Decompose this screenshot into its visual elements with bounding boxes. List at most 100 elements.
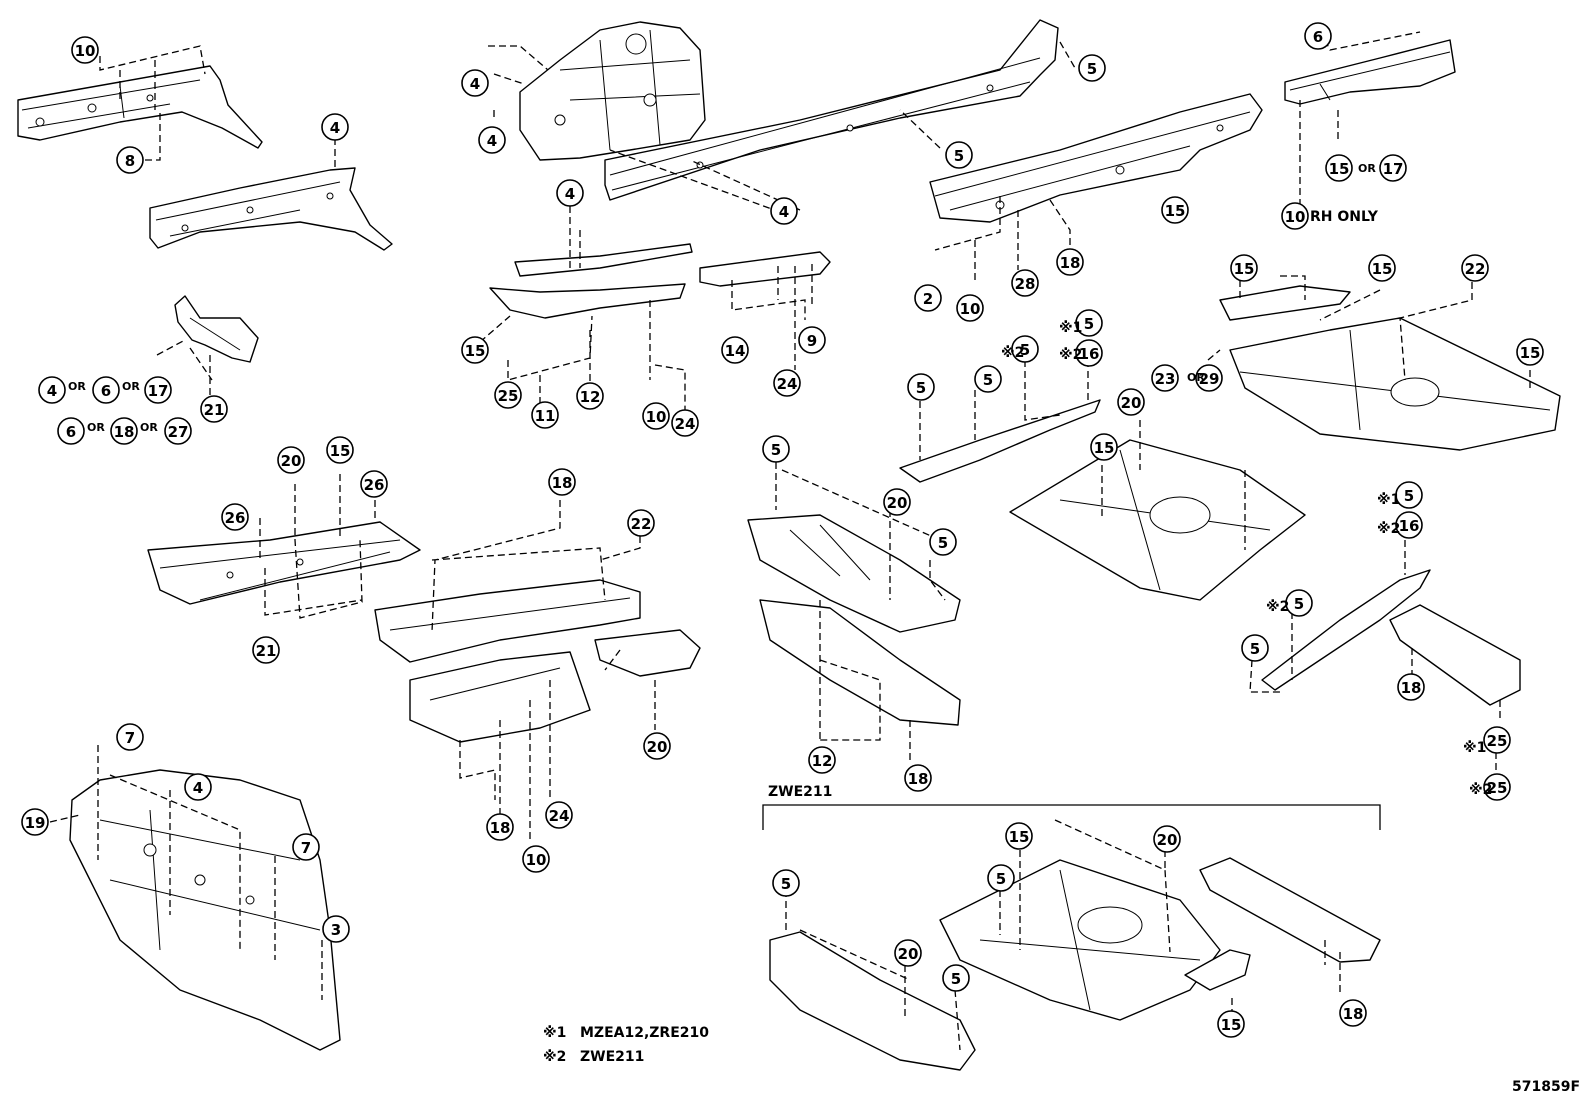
callout-10[interactable]: 10: [71, 36, 99, 64]
callout-15[interactable]: 15: [1325, 154, 1353, 182]
callout-12[interactable]: 12: [808, 746, 836, 774]
callout-8[interactable]: 8: [116, 146, 144, 174]
part-front-side-member-upper[interactable]: [17, 65, 263, 149]
callout-5[interactable]: 5: [987, 864, 1015, 892]
callout-7[interactable]: 7: [292, 833, 320, 861]
callout-22[interactable]: 22: [627, 509, 655, 537]
part-center-floor-side[interactable]: [747, 514, 961, 633]
callout-25[interactable]: 25: [1483, 773, 1511, 801]
callout-5[interactable]: 5: [974, 365, 1002, 393]
callout-6[interactable]: 6: [1304, 22, 1332, 50]
callout-6[interactable]: 6: [57, 417, 85, 445]
callout-4[interactable]: 4: [770, 197, 798, 225]
callout-26[interactable]: 26: [221, 503, 249, 531]
callout-5[interactable]: 5: [772, 869, 800, 897]
callout-24[interactable]: 24: [773, 369, 801, 397]
callout-5[interactable]: 5: [1241, 634, 1269, 662]
callout-18[interactable]: 18: [110, 417, 138, 445]
callout-20[interactable]: 20: [1117, 388, 1145, 416]
callout-10[interactable]: 10: [1281, 202, 1309, 230]
callout-20[interactable]: 20: [277, 446, 305, 474]
callout-9[interactable]: 9: [798, 326, 826, 354]
callout-5[interactable]: 5: [1285, 589, 1313, 617]
callout-11[interactable]: 11: [531, 401, 559, 429]
callout-4[interactable]: 4: [321, 113, 349, 141]
callout-15[interactable]: 15: [1230, 254, 1258, 282]
callout-25[interactable]: 25: [494, 381, 522, 409]
callout-14[interactable]: 14: [721, 336, 749, 364]
callout-2[interactable]: 2: [914, 284, 942, 312]
callout-15[interactable]: 15: [1516, 338, 1544, 366]
callout-15[interactable]: 15: [1090, 433, 1118, 461]
callout-5[interactable]: 5: [1075, 309, 1103, 337]
callout-16[interactable]: 16: [1395, 511, 1423, 539]
callout-19[interactable]: 19: [21, 808, 49, 836]
callout-12[interactable]: 12: [576, 382, 604, 410]
callout-3[interactable]: 3: [322, 915, 350, 943]
part-front-side-member[interactable]: [149, 167, 393, 251]
callout-20[interactable]: 20: [883, 488, 911, 516]
callout-22[interactable]: 22: [1461, 254, 1489, 282]
callout-5[interactable]: 5: [1011, 335, 1039, 363]
callout-5[interactable]: 5: [762, 435, 790, 463]
callout-24[interactable]: 24: [545, 801, 573, 829]
callout-4[interactable]: 4: [461, 69, 489, 97]
callout-4[interactable]: 4: [478, 126, 506, 154]
callout-25[interactable]: 25: [1483, 726, 1511, 754]
callout-15[interactable]: 15: [1005, 822, 1033, 850]
callout-21[interactable]: 21: [252, 636, 280, 664]
part-front-apron[interactable]: [519, 21, 706, 161]
part-rear-side-member[interactable]: [1261, 569, 1431, 691]
part-zwe-rear-floor-pan[interactable]: [939, 859, 1221, 1021]
callout-23[interactable]: 23: [1151, 364, 1179, 392]
part-zwe-floor-side[interactable]: [769, 931, 976, 1071]
callout-15[interactable]: 15: [1217, 1010, 1245, 1038]
part-bracket-small[interactable]: [174, 295, 259, 363]
callout-27[interactable]: 27: [164, 417, 192, 445]
part-zwe-bracket[interactable]: [1184, 949, 1251, 991]
callout-5[interactable]: 5: [945, 141, 973, 169]
part-floor-bracket[interactable]: [594, 629, 701, 677]
callout-24[interactable]: 24: [671, 409, 699, 437]
part-rear-floor-side-member[interactable]: [929, 93, 1263, 223]
callout-21[interactable]: 21: [200, 395, 228, 423]
callout-10[interactable]: 10: [956, 294, 984, 322]
callout-4[interactable]: 4: [38, 376, 66, 404]
callout-18[interactable]: 18: [904, 764, 932, 792]
part-center-floor-lower[interactable]: [759, 599, 961, 726]
part-rear-floor-pan[interactable]: [1009, 439, 1306, 601]
callout-15[interactable]: 15: [1368, 254, 1396, 282]
callout-5[interactable]: 5: [1395, 481, 1423, 509]
part-front-floor-pan-left[interactable]: [147, 521, 421, 605]
callout-28[interactable]: 28: [1011, 269, 1039, 297]
callout-20[interactable]: 20: [1153, 825, 1181, 853]
callout-20[interactable]: 20: [894, 939, 922, 967]
callout-18[interactable]: 18: [1339, 999, 1367, 1027]
callout-16[interactable]: 16: [1075, 339, 1103, 367]
part-rear-floor-pan-spare[interactable]: [1229, 317, 1561, 451]
callout-5[interactable]: 5: [929, 528, 957, 556]
callout-17[interactable]: 17: [144, 376, 172, 404]
callout-20[interactable]: 20: [643, 732, 671, 760]
callout-18[interactable]: 18: [548, 468, 576, 496]
callout-15[interactable]: 15: [1161, 196, 1189, 224]
callout-18[interactable]: 18: [486, 813, 514, 841]
callout-10[interactable]: 10: [522, 845, 550, 873]
part-rocker-panel-inner[interactable]: [604, 19, 1059, 201]
part-rear-crossmember-lower[interactable]: [1389, 604, 1521, 706]
part-zwe-rear-crossmember[interactable]: [1199, 857, 1381, 963]
callout-18[interactable]: 18: [1056, 248, 1084, 276]
callout-6[interactable]: 6: [92, 376, 120, 404]
part-reinforcement-center[interactable]: [699, 251, 831, 287]
callout-26[interactable]: 26: [360, 470, 388, 498]
part-sill-upper[interactable]: [489, 243, 693, 319]
callout-18[interactable]: 18: [1397, 673, 1425, 701]
callout-7[interactable]: 7: [116, 723, 144, 751]
part-rear-floor-extension[interactable]: [1219, 285, 1351, 321]
callout-15[interactable]: 15: [326, 436, 354, 464]
callout-5[interactable]: 5: [1078, 54, 1106, 82]
callout-5[interactable]: 5: [907, 373, 935, 401]
callout-4[interactable]: 4: [184, 773, 212, 801]
callout-15[interactable]: 15: [461, 336, 489, 364]
part-tunnel-brace[interactable]: [409, 651, 591, 743]
